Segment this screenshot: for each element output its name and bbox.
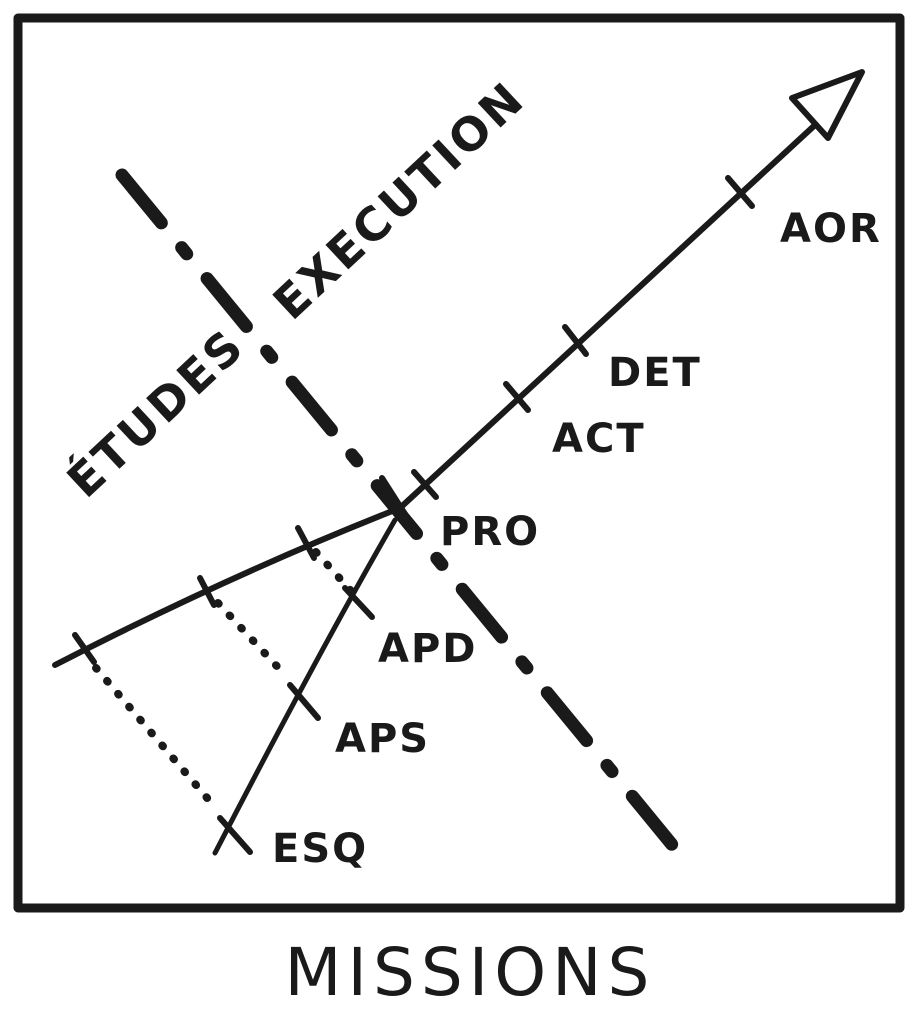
mission-label-pro: PRO bbox=[440, 509, 540, 555]
tick-marks bbox=[72, 175, 755, 855]
tick-esq bbox=[217, 815, 253, 855]
mission-label-apd: APD bbox=[378, 626, 477, 672]
axis-arrowhead bbox=[789, 69, 865, 141]
diagram-frame bbox=[13, 13, 905, 913]
mission-label-aps: APS bbox=[335, 716, 430, 762]
tick-pro-1 bbox=[411, 469, 439, 500]
mission-label-det: DET bbox=[608, 350, 702, 396]
tick-pro-2 bbox=[379, 475, 408, 517]
mission-label-aor: AOR bbox=[780, 206, 882, 252]
tick-curve-1 bbox=[295, 525, 317, 561]
missions-curve bbox=[212, 517, 398, 856]
studies-curve bbox=[52, 505, 403, 668]
tick-det bbox=[562, 324, 589, 357]
connector-esq bbox=[92, 664, 218, 810]
tick-aor bbox=[725, 175, 755, 209]
dotted-connectors bbox=[92, 548, 356, 810]
phase-separator-line bbox=[115, 168, 690, 865]
zone-label-etudes: ÉTUDES bbox=[57, 318, 255, 508]
tick-act bbox=[503, 381, 531, 413]
mission-label-esq: ESQ bbox=[272, 826, 368, 872]
tick-curve-3 bbox=[72, 632, 97, 665]
zone-label-execution: EXECUTION bbox=[263, 71, 536, 330]
tick-aps bbox=[287, 682, 321, 721]
execution-axis bbox=[397, 122, 818, 511]
mission-label-act: ACT bbox=[552, 416, 646, 462]
tick-curve-2 bbox=[197, 575, 217, 608]
caption-missions: MISSIONS bbox=[285, 934, 656, 1011]
connector-aps bbox=[214, 599, 290, 680]
